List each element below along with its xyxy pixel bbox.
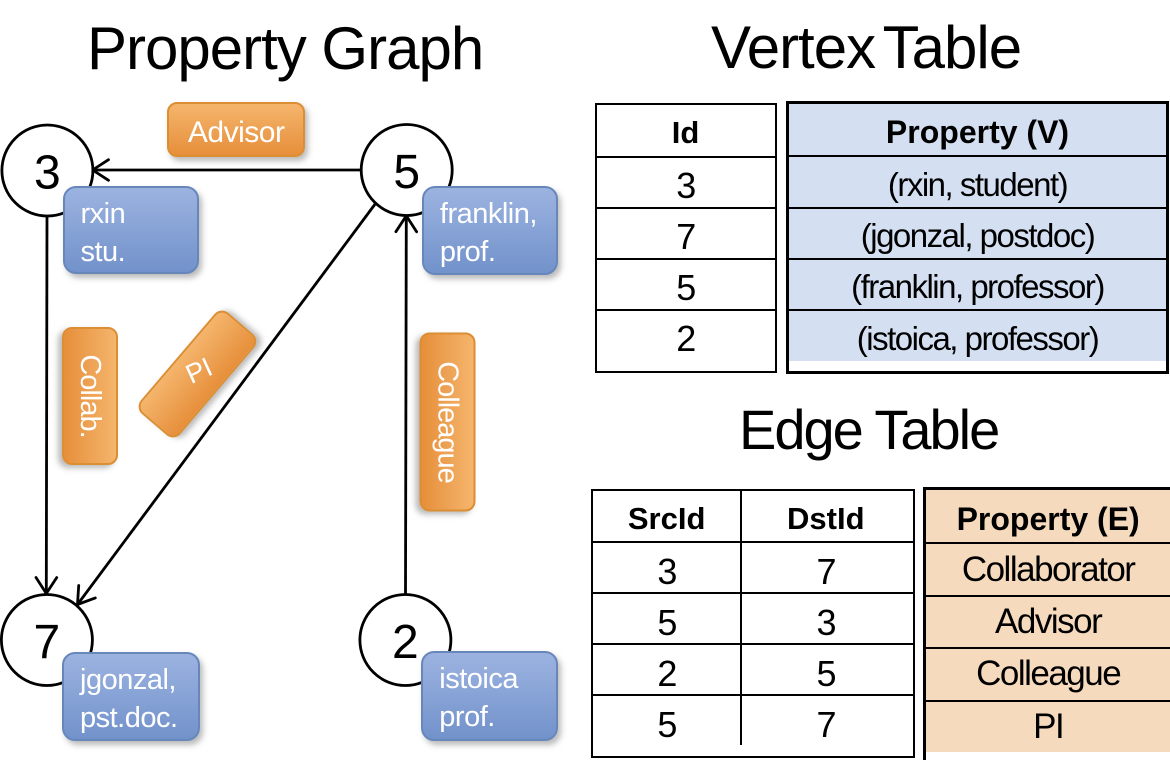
svg-text:7: 7	[34, 616, 61, 669]
svg-text:3: 3	[34, 147, 61, 200]
svg-text:5: 5	[393, 146, 420, 199]
svg-text:2: 2	[392, 616, 419, 669]
